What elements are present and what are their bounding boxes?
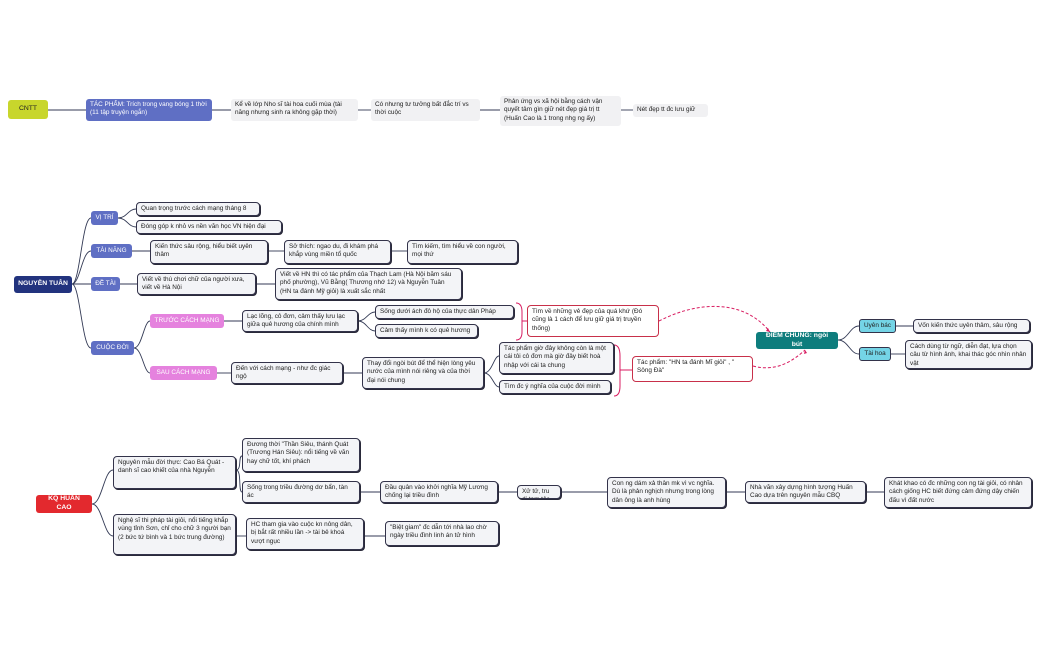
nha-van-node[interactable]: Nhà văn xây dựng hình tượng Huấn Cao dựa…: [745, 481, 866, 503]
viet-hn-node[interactable]: Viết về HN thì có tác phẩm của Thạch Lam…: [275, 268, 462, 300]
den-voi-node[interactable]: Đến với cách mạng - như đc giác ngộ: [231, 362, 343, 384]
duong-thoi-node[interactable]: Đương thời "Thần Siêu, thánh Quát (Trươn…: [242, 438, 360, 472]
ke-ve-node[interactable]: Kể về lớp Nho sĩ tài hoa cuối mùa (tài n…: [231, 99, 358, 121]
huan-cao-root[interactable]: KQ HUẤN CAO: [36, 495, 92, 513]
dau-quan-node[interactable]: Đầu quân vào khởi nghĩa Mỹ Lương chống l…: [380, 481, 498, 503]
tim-kiem-node[interactable]: Tìm kiếm, tìm hiểu về con người, mọi thứ: [407, 240, 518, 264]
hc-tham-gia-node[interactable]: HC tham gia vào cuộc kn nông dân, bị bắt…: [246, 518, 364, 550]
lac-long-node[interactable]: Lạc lõng, cô đơn, cảm thấy lưu lạc giữa …: [242, 310, 358, 332]
xu-tu-node[interactable]: Xử tử, tru di tam tộc: [517, 485, 561, 499]
net-dep-node[interactable]: Nét đẹp tt đc lưu giữ: [633, 104, 708, 117]
tac-pham-gio-node[interactable]: Tác phẩm giờ đây không còn là một cái tô…: [499, 342, 614, 374]
co-nhung-node[interactable]: Có nhưng tư tưởng bất đắc trí vs thời cu…: [371, 99, 480, 121]
thay-doi-node[interactable]: Thay đổi ngòi bút để thể hiện lòng yêu n…: [362, 357, 484, 389]
vi-tri-item-1[interactable]: Quan trọng trước cách mạng tháng 8: [136, 202, 260, 216]
tim-ve-node[interactable]: Tìm về những vẻ đẹp của quá khứ (Đó cũng…: [527, 305, 659, 337]
tai-hoa-label[interactable]: Tài hoa: [859, 347, 891, 361]
con-ng-node[interactable]: Con ng dám xả thân mk vì vc nghĩa. Dù là…: [607, 477, 726, 508]
diem-chung-node[interactable]: ĐIỂM CHUNG: ngòi bút: [756, 332, 838, 349]
viet-ve-node[interactable]: Viết về thú chơi chữ của người xưa, viết…: [137, 273, 256, 295]
kien-thuc-node[interactable]: Kiến thức sâu rộng, hiểu biết uyên thâm: [150, 240, 268, 264]
nguyen-tuan-root[interactable]: NGUYỄN TUÂN: [14, 276, 72, 293]
von-kien-thuc-node[interactable]: Vốn kiến thức uyên thâm, sâu rộng: [913, 319, 1030, 333]
cntt-root[interactable]: CNTT: [8, 100, 48, 119]
sau-cach-mang-label[interactable]: SAU CÁCH MẠNG: [150, 366, 217, 380]
phan-ung-node[interactable]: Phản ứng vs xã hội bằng cách vận quyết t…: [500, 96, 621, 126]
khat-khao-node[interactable]: Khát khao có đc những con ng tài giỏi, c…: [884, 477, 1032, 508]
truoc-cach-mang-label[interactable]: TRƯỚC CÁCH MẠNG: [150, 314, 224, 328]
vi-tri-label[interactable]: VỊ TRÍ: [91, 211, 118, 225]
song-trong-node[interactable]: Sống trong triều đường dơ bẩn, tàn ác: [242, 481, 360, 503]
vi-tri-item-2[interactable]: Đóng góp k nhỏ vs nền văn học VN hiện đạ…: [136, 220, 282, 234]
cuoc-doi-label[interactable]: CUỘC ĐỜI: [91, 341, 134, 355]
tac-pham-hn-node[interactable]: Tác phẩm: "HN ta đánh Mĩ giỏi" , " Sông …: [632, 356, 753, 382]
nguyen-mau-node[interactable]: Nguyên mẫu đời thực: Cao Bá Quát - danh …: [113, 456, 236, 489]
tai-nang-label[interactable]: TÀI NĂNG: [91, 244, 132, 258]
nghe-si-node[interactable]: Nghệ sĩ thi pháp tài giỏi, nổi tiếng khắ…: [113, 514, 236, 555]
tim-dc-node[interactable]: Tìm đc ý nghĩa của cuộc đời mình: [499, 380, 611, 394]
cach-dung-node[interactable]: Cách dùng từ ngữ, diễn đạt, lựa chọn câu…: [905, 340, 1032, 369]
uyen-bac-label[interactable]: Uyên bác: [859, 319, 896, 333]
song-duoi-node[interactable]: Sống dưới ách đô hộ của thực dân Pháp: [375, 305, 514, 319]
biet-giam-node[interactable]: "Biệt giam" đc dẫn tới nhà lao chờ ngày …: [385, 521, 499, 546]
cam-thay-node[interactable]: Cảm thấy mình k có quê hương: [375, 324, 478, 338]
so-thich-node[interactable]: Sở thích: ngao du, đi khám phá khắp vùng…: [284, 240, 391, 264]
tac-pham-node[interactable]: TÁC PHẨM: Trích trong vang bóng 1 thời (…: [86, 99, 212, 121]
de-tai-label[interactable]: ĐỀ TÀI: [91, 277, 120, 291]
